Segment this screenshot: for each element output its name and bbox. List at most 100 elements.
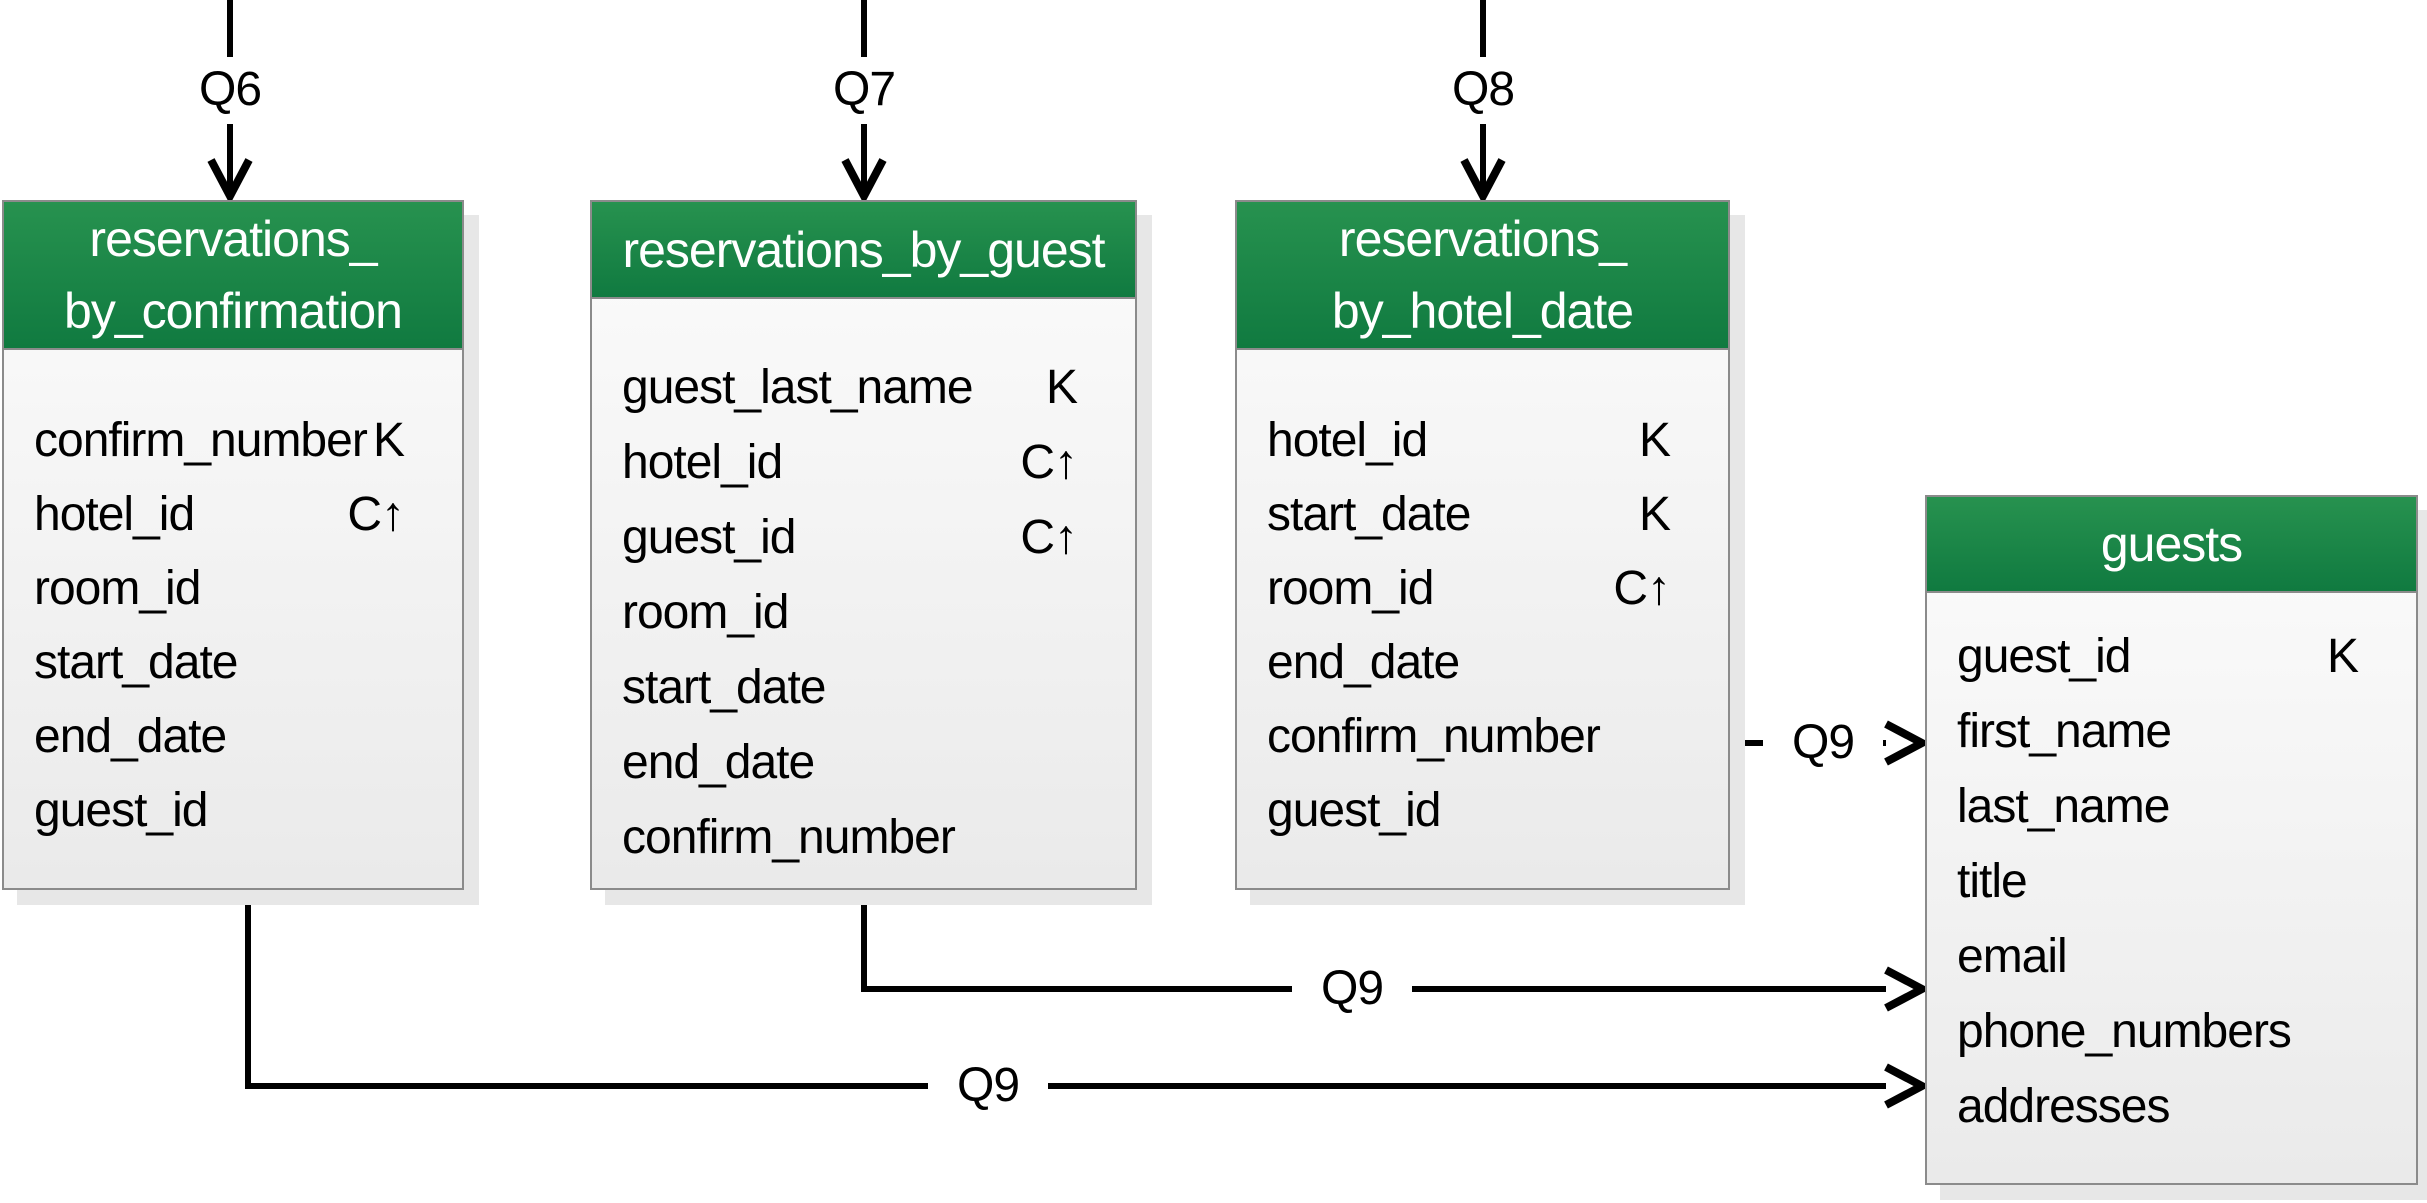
- column-name: last_name: [1957, 780, 2170, 833]
- q9-label-hotel-date: Q9: [1763, 713, 1883, 773]
- table-title-line: reservations_by_guest: [622, 221, 1105, 278]
- table-row: room_id: [4, 551, 462, 625]
- table-row: hotel_id K: [1237, 403, 1728, 477]
- q6-arrow-shaft: [227, 124, 233, 196]
- table-row: last_name: [1927, 769, 2416, 844]
- table-row: start_date: [592, 650, 1135, 725]
- arrowhead-right-icon: [1882, 720, 1931, 771]
- column-key-indicator: K: [1638, 413, 1671, 467]
- q8-line-top: [1480, 0, 1486, 57]
- column-name: guest_last_name: [622, 361, 974, 414]
- arrowhead-down-icon: [1460, 156, 1506, 205]
- table-row: guest_id: [4, 773, 462, 847]
- table-row: room_id: [592, 575, 1135, 650]
- q7-arrow-shaft: [861, 124, 867, 196]
- table-row: end_date: [4, 699, 462, 773]
- column-key-indicator: C↑: [347, 487, 405, 541]
- column-name: email: [1957, 930, 2068, 983]
- table-row: phone_numbers: [1927, 994, 2416, 1069]
- column-name: start_date: [34, 635, 238, 689]
- table-row: email: [1927, 919, 2416, 994]
- arrowhead-down-icon: [207, 156, 253, 205]
- q9-line-by-guest-drop: [861, 890, 867, 992]
- table-row: end_date: [1237, 625, 1728, 699]
- table-row: guest_id C↑: [592, 500, 1135, 575]
- column-name: room_id: [622, 586, 789, 639]
- arrowhead-right-icon: [1882, 966, 1931, 1017]
- q8-arrow-shaft: [1480, 124, 1486, 196]
- column-name: end_date: [622, 736, 815, 789]
- table-row: start_date K: [1237, 477, 1728, 551]
- column-name: confirm_number: [34, 413, 368, 467]
- table-title-line: by_hotel_date: [1331, 283, 1634, 339]
- column-key-indicator: C↑: [1020, 511, 1078, 564]
- q9-line-by-confirmation-drop: [245, 890, 251, 1089]
- column-name: addresses: [1957, 1080, 2170, 1133]
- q9-line-by-confirmation: [245, 1083, 1886, 1089]
- table-header: guests: [1927, 497, 2416, 593]
- column-name: room_id: [34, 561, 201, 615]
- column-key-indicator: K: [1045, 361, 1078, 414]
- column-name: end_date: [1267, 635, 1460, 689]
- table-title-line: by_confirmation: [64, 283, 403, 339]
- column-name: guest_id: [1267, 783, 1441, 837]
- q9-label-by-confirmation: Q9: [928, 1056, 1048, 1116]
- table-row: confirm_number: [1237, 699, 1728, 773]
- q9-label-by-guest: Q9: [1292, 959, 1412, 1019]
- q7-label: Q7: [804, 58, 924, 122]
- table-row: guest_id K: [1927, 619, 2416, 694]
- column-name: title: [1957, 855, 2028, 908]
- column-name: hotel_id: [34, 487, 195, 541]
- column-name: hotel_id: [1267, 413, 1428, 467]
- column-name: phone_numbers: [1957, 1005, 2292, 1058]
- column-name: start_date: [1267, 487, 1471, 541]
- column-name: end_date: [34, 709, 227, 763]
- table-row: first_name: [1927, 694, 2416, 769]
- table-reservations-by-confirmation: reservations_ by_confirmation confirm_num…: [2, 200, 464, 890]
- table-row: title: [1927, 844, 2416, 919]
- column-name: guest_id: [1957, 630, 2131, 683]
- table-header: reservations_ by_confirmation: [4, 202, 462, 350]
- column-name: hotel_id: [622, 436, 783, 489]
- column-key-indicator: K: [2326, 630, 2359, 683]
- table-title-line: reservations_: [1338, 211, 1627, 267]
- column-name: first_name: [1957, 705, 2172, 758]
- table-row: guest_id: [1237, 773, 1728, 847]
- table-title-line: guests: [2100, 516, 2243, 572]
- arrowhead-right-icon: [1882, 1063, 1931, 1114]
- column-key-indicator: C↑: [1020, 436, 1078, 489]
- column-name: start_date: [622, 661, 826, 714]
- table-row: addresses: [1927, 1069, 2416, 1144]
- table-header: reservations_by_guest: [592, 202, 1135, 299]
- table-row: end_date: [592, 725, 1135, 800]
- column-key-indicator: K: [1638, 487, 1671, 541]
- column-name: guest_id: [34, 783, 208, 837]
- q8-label: Q8: [1423, 58, 1543, 122]
- q6-line-top: [227, 0, 233, 57]
- arrowhead-down-icon: [841, 156, 887, 205]
- q7-line-top: [861, 0, 867, 57]
- table-row: hotel_id C↑: [592, 425, 1135, 500]
- column-key-indicator: C↑: [1613, 561, 1671, 615]
- column-name: room_id: [1267, 561, 1434, 615]
- table-title-line: reservations_: [89, 211, 377, 267]
- column-name: guest_id: [622, 511, 796, 564]
- table-row: confirm_number: [592, 800, 1135, 875]
- table-header: reservations_ by_hotel_date: [1237, 202, 1728, 350]
- column-key-indicator: K: [372, 413, 405, 467]
- table-row: hotel_id C↑: [4, 477, 462, 551]
- q6-label: Q6: [170, 58, 290, 122]
- table-row: room_id C↑: [1237, 551, 1728, 625]
- table-row: guest_last_name K: [592, 350, 1135, 425]
- column-name: confirm_number: [1267, 709, 1601, 763]
- table-row: start_date: [4, 625, 462, 699]
